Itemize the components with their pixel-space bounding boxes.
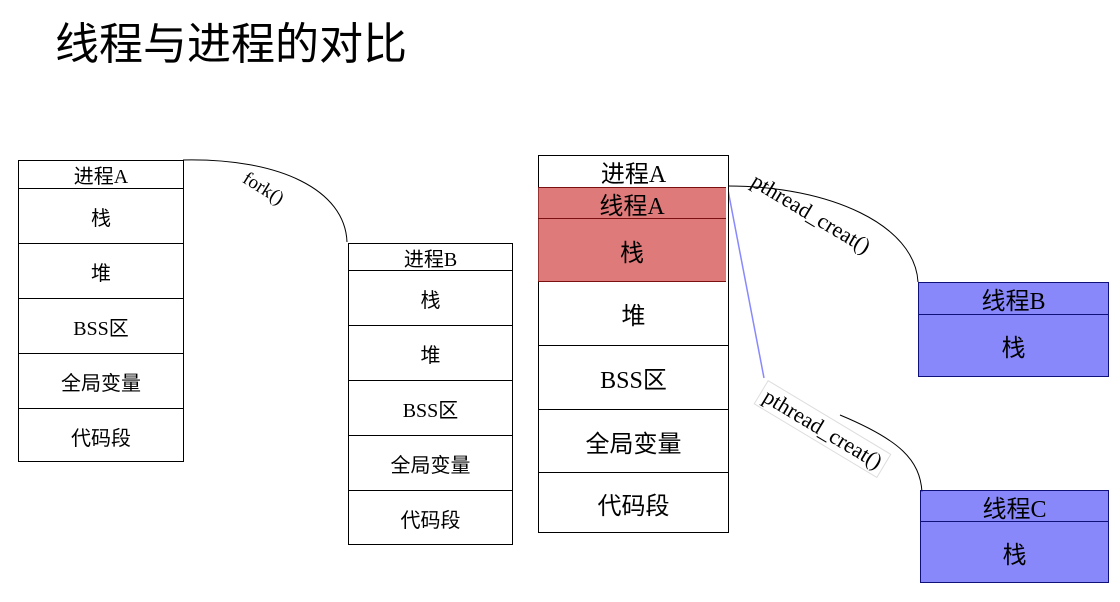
- process-a-threaded-box: 进程A 线程A 栈 堆 BSS区 全局变量 代码段: [538, 155, 729, 533]
- segment-code: 代码段: [349, 490, 512, 546]
- fork-arrow: [182, 159, 348, 243]
- pthread-create-arrow-b: [727, 185, 919, 283]
- process-a-box: 进程A 栈 堆 BSS区 全局变量 代码段: [18, 160, 184, 462]
- thread-a-stack: 栈: [538, 218, 726, 282]
- segment-code: 代码段: [539, 472, 728, 534]
- segment-globals: 全局变量: [539, 409, 728, 472]
- thread-a-header: 线程A: [538, 187, 726, 220]
- thread-b-header: 线程B: [981, 289, 1046, 315]
- thread-b-stack: 栈: [919, 314, 1108, 376]
- page-title: 线程与进程的对比: [55, 19, 407, 70]
- segment-stack: 栈: [19, 188, 183, 243]
- segment-heap: 堆: [19, 243, 183, 298]
- process-b-box: 进程B 栈 堆 BSS区 全局变量 代码段: [348, 243, 513, 545]
- thread-c-header: 线程C: [982, 496, 1047, 523]
- thread-c-stack: 栈: [921, 521, 1108, 582]
- process-a-header: 进程A: [600, 162, 667, 188]
- segment-bss: BSS区: [349, 380, 512, 435]
- thread-link-line: [727, 189, 765, 379]
- thread-c-box: 线程C 栈: [920, 490, 1109, 583]
- segment-heap: 堆: [621, 304, 646, 330]
- process-a-header: 进程A: [73, 166, 129, 188]
- pthread-create-arrow-c: [839, 414, 923, 493]
- segment-bss: BSS区: [539, 345, 728, 409]
- segment-bss: BSS区: [19, 298, 183, 353]
- segment-globals: 全局变量: [19, 353, 183, 408]
- segment-code: 代码段: [19, 408, 183, 463]
- process-b-header: 进程B: [403, 248, 458, 271]
- segment-stack: 栈: [349, 270, 512, 325]
- thread-b-box: 线程B 栈: [918, 282, 1109, 377]
- segment-globals: 全局变量: [349, 435, 512, 490]
- segment-heap: 堆: [349, 325, 512, 380]
